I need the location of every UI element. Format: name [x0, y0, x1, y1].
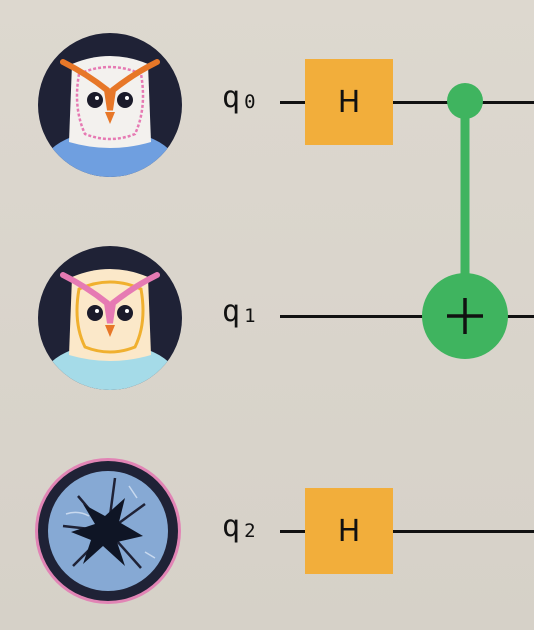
- qubit-index: 0: [244, 91, 257, 113]
- wire-q1: [280, 315, 534, 318]
- qubit-letter: q: [222, 294, 242, 329]
- qubit-letter: q: [222, 80, 242, 115]
- qubit-letter: q: [222, 509, 242, 544]
- control-dot: [447, 83, 483, 119]
- wire-q0: [280, 101, 534, 104]
- wire-q2: [280, 530, 534, 533]
- qubit-index: 2: [244, 520, 257, 542]
- qubit-index: 1: [244, 305, 257, 327]
- gate-label: H: [337, 84, 361, 120]
- plus-icon: [447, 298, 483, 334]
- owl-cream-icon: [38, 246, 182, 390]
- owl-white-icon: [38, 33, 182, 177]
- hadamard-gate-q2[interactable]: H: [305, 488, 393, 574]
- broken-orb-icon: [35, 458, 181, 604]
- hadamard-gate-q0[interactable]: H: [305, 59, 393, 145]
- gate-label: H: [337, 513, 361, 549]
